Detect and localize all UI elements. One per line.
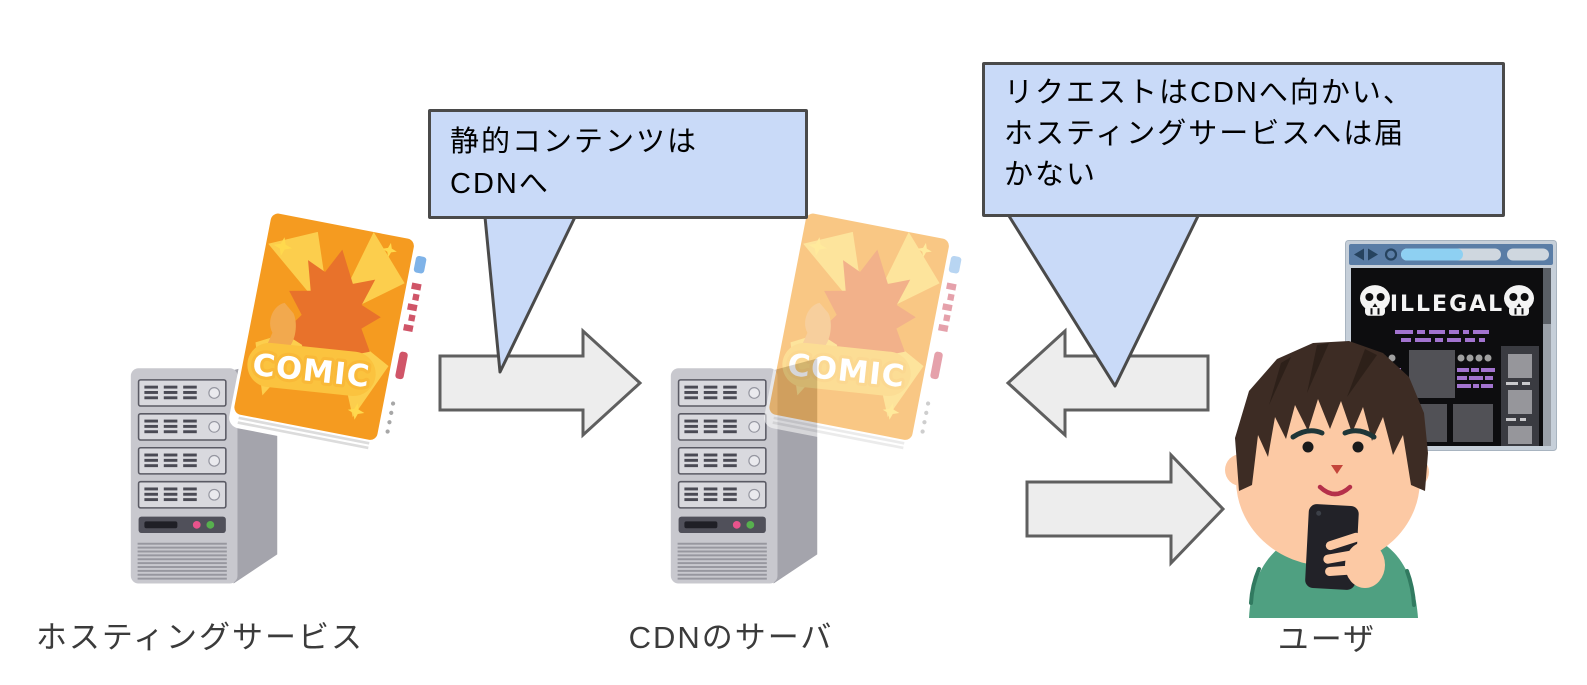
callout-request: リクエストはCDNへ向かい、 ホスティングサービスへは届 かない	[982, 62, 1505, 217]
label-hosting-service: ホスティングサービス	[35, 620, 365, 655]
refresh-icon	[1384, 248, 1398, 261]
illegal-title-text: ILLEGAL	[1390, 292, 1504, 317]
nose	[1331, 465, 1343, 474]
back-icon	[1354, 248, 1364, 261]
forward-icon	[1368, 248, 1378, 261]
label-user: ユーザ	[1277, 622, 1377, 657]
arrow-user-to-cdn	[1005, 327, 1210, 439]
hair	[1235, 341, 1428, 491]
user-person-illustration	[1225, 333, 1440, 618]
search-bar	[1507, 248, 1549, 261]
callout-line: CDNへ	[450, 168, 550, 200]
eyebrow	[1342, 428, 1377, 440]
callout-line: ホスティングサービスへは届	[1004, 118, 1406, 150]
label-cdn-server: CDNのサーバ	[628, 620, 834, 655]
callout-line: かない	[1004, 159, 1098, 191]
address-bar-progress	[1401, 248, 1463, 261]
callout-line: 静的コンテンツは	[450, 126, 699, 158]
callout-static-content: 静的コンテンツは CDNへ	[428, 109, 808, 219]
eye	[1352, 441, 1364, 453]
scrollbar	[1543, 268, 1551, 446]
hand	[1323, 532, 1385, 588]
eyebrow	[1290, 428, 1325, 440]
arrow-cdn-to-user	[1025, 451, 1226, 567]
arrow-hosting-to-cdn	[438, 327, 643, 439]
callout-line: リクエストはCDNへ向かい、	[1004, 77, 1414, 109]
callout-static-content-tail	[478, 213, 578, 379]
mouth	[1317, 484, 1353, 497]
callout-request-tail	[1005, 210, 1205, 390]
eye	[1302, 441, 1314, 453]
